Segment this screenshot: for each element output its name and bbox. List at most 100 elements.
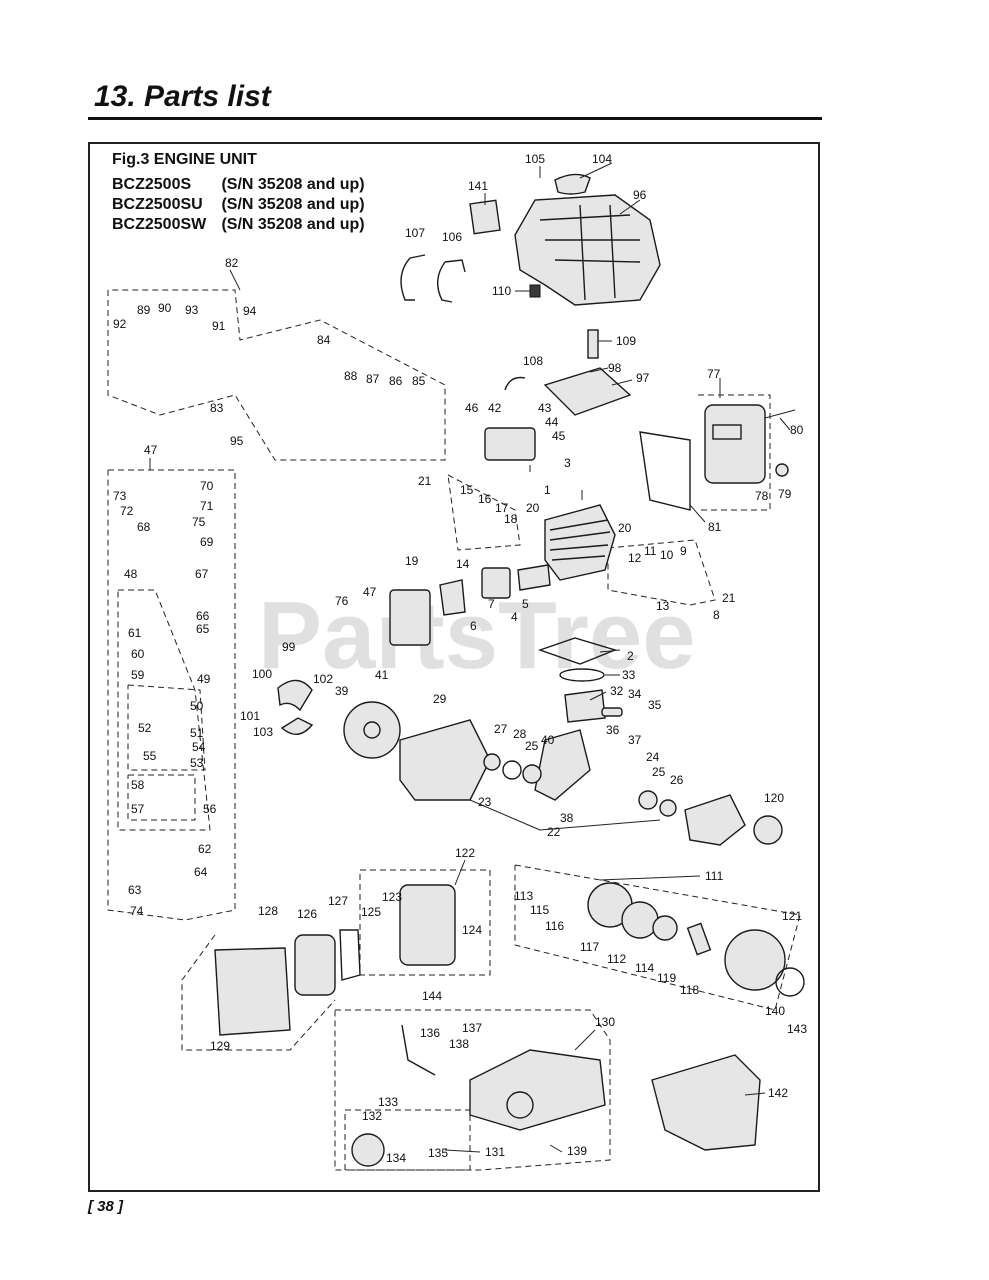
callout: 76 (335, 594, 349, 608)
callout: 38 (560, 811, 574, 825)
callout: 99 (282, 640, 296, 654)
callout: 67 (195, 567, 209, 581)
callout: 20 (526, 501, 540, 515)
callout: 117 (580, 940, 599, 954)
callout: 20 (618, 521, 632, 535)
callout: 15 (460, 483, 474, 497)
callout: 123 (382, 890, 402, 904)
callout: 48 (124, 567, 138, 581)
callout: 94 (243, 304, 257, 318)
callout: 68 (137, 520, 151, 534)
callout: 103 (253, 725, 273, 739)
callout: 112 (607, 952, 626, 966)
gasket-part (339, 929, 361, 981)
callout: 135 (428, 1146, 448, 1160)
group-49-outline (127, 684, 206, 771)
callout: 11 (644, 544, 657, 558)
callout: 32 (610, 684, 624, 698)
callout: 85 (412, 374, 426, 388)
group-8-outline (607, 539, 716, 606)
group-47-outline (107, 469, 236, 921)
callout: 91 (212, 319, 226, 333)
callout: 2 (627, 649, 634, 663)
cylinder-fins (549, 519, 611, 561)
diagram-frame (88, 142, 820, 1192)
gasket-part (517, 564, 551, 591)
callout: 25 (652, 765, 666, 779)
model-name: BCZ2500S (112, 176, 192, 193)
callout: 138 (449, 1037, 469, 1051)
callout: 131 (485, 1145, 505, 1159)
callout: 125 (361, 905, 381, 919)
callout: 18 (504, 512, 518, 526)
model-serial: (S/N 35208 and up) (221, 196, 365, 213)
fuel-cap-part (351, 1133, 385, 1167)
callout: 21 (722, 591, 736, 605)
callout: 9 (680, 544, 687, 558)
group-131-outline (344, 1109, 471, 1171)
shroud-part (514, 194, 661, 306)
callout: 14 (456, 557, 470, 571)
callout: 64 (194, 865, 208, 879)
callout: 89 (137, 303, 151, 317)
carburetor-part (389, 589, 431, 646)
callout: 127 (328, 894, 348, 908)
group-48-outline (117, 589, 211, 831)
callout: 54 (192, 740, 206, 754)
callout: 41 (375, 668, 389, 682)
callout: 70 (200, 479, 214, 493)
callout: 126 (297, 907, 317, 921)
flywheel-part (343, 701, 401, 759)
gasket-part (543, 367, 632, 416)
cylinder-part (544, 504, 616, 581)
callout: 88 (344, 369, 358, 383)
air-cleaner-case-part (399, 884, 456, 966)
callout: 22 (547, 825, 561, 839)
air-cleaner-cover-part (214, 947, 291, 1036)
callout: 45 (552, 429, 566, 443)
callout: 133 (378, 1095, 398, 1109)
fuel-cap-part (506, 1091, 534, 1119)
callout: 79 (778, 487, 792, 501)
wire-spring-part (437, 259, 466, 303)
callout: 50 (190, 699, 204, 713)
callout: 90 (158, 301, 172, 315)
callout: 86 (389, 374, 403, 388)
callout: 80 (790, 423, 804, 437)
callout: 121 (782, 909, 802, 923)
callout: 46 (465, 401, 479, 415)
callout: 118 (680, 983, 699, 997)
title-rule (88, 117, 822, 120)
piston-ring-part (559, 668, 605, 682)
callout: 116 (545, 919, 564, 933)
flywheel-hub (363, 721, 381, 739)
pipe-part (504, 376, 526, 391)
callout: 6 (470, 619, 477, 633)
callout: 142 (768, 1086, 788, 1100)
callout: 93 (185, 303, 199, 317)
callout: 87 (366, 372, 380, 386)
guard-part (651, 1054, 761, 1151)
callout: 13 (656, 599, 670, 613)
callout: 73 (113, 489, 127, 503)
callout: 7 (488, 597, 495, 611)
muffler-part (704, 404, 766, 484)
callout: 128 (258, 904, 278, 918)
callout: 23 (478, 795, 492, 809)
callout: 49 (197, 672, 211, 686)
callout: 110 (492, 284, 511, 298)
callout: 83 (210, 401, 224, 415)
callout: 10 (660, 548, 674, 562)
callout: 8 (713, 608, 720, 622)
piston-part (564, 689, 606, 723)
group-77-outline (698, 394, 771, 511)
wire-spring-part (400, 254, 426, 301)
callout: 144 (422, 989, 442, 1003)
watermark: PartsTree (258, 582, 696, 689)
callout: 1 (544, 483, 551, 497)
callout: 61 (128, 626, 142, 640)
callout: 106 (442, 230, 462, 244)
callout: 57 (131, 802, 145, 816)
callout: 122 (455, 846, 475, 860)
callout: 92 (113, 317, 127, 331)
